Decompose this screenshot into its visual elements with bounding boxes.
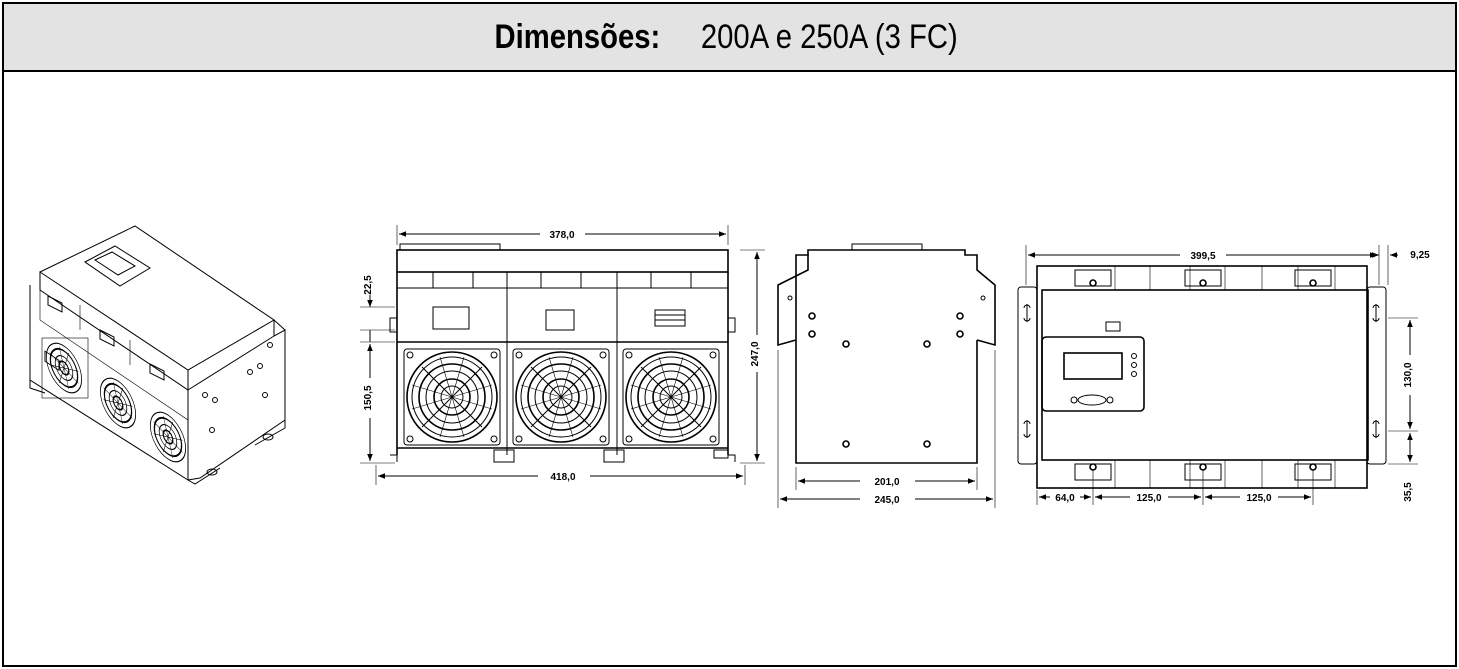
iso-side-face [187,329,286,481]
dim-back-spacing-second: 125,0 [1136,493,1161,504]
back-outline [1036,265,1368,489]
dim-front-height-upper: 22,5 [363,275,374,295]
front-terminal-1 [432,306,470,330]
dim-side-width-inner: 201,0 [874,477,899,488]
front-view: 378,0 418,0 22,5 150,5 247,0 [360,225,765,485]
side-left-flange [777,254,809,347]
title-bar: Dimensões: 200A e 250A (3 FC) [4,4,1455,72]
front-fan-2 [512,348,610,446]
isometric-view [29,225,286,485]
front-fan-1 [403,348,501,446]
iso-top-face [38,225,275,371]
title-models: 200A e 250A (3 FC) [700,17,958,56]
front-terminal-2 [545,309,575,331]
dim-back-width: 399,5 [1190,251,1215,262]
side-right-flange [807,249,996,347]
dim-back-spacing-first: 64,0 [1055,493,1075,504]
front-top-cap [396,249,729,273]
dim-back-hole-spacing-v: 130,0 [1403,362,1414,387]
front-terminal-3 [654,309,686,327]
side-view: 201,0 245,0 [777,243,996,508]
back-keypad [1041,336,1145,412]
dim-front-total-height: 247,0 [750,341,761,366]
dim-back-offset-right: 9,25 [1410,250,1430,261]
iso-front-face [29,285,189,481]
dim-front-width-bottom: 418,0 [550,472,575,483]
dim-front-height-lower: 150,5 [363,385,374,410]
dim-front-width-top: 378,0 [549,230,574,241]
title-label: Dimensões: [494,17,661,56]
dim-back-bottom-offset: 35,5 [1403,482,1414,502]
iso-display [84,245,151,287]
back-lcd [1063,352,1123,380]
dim-back-spacing-third: 125,0 [1246,493,1271,504]
back-view: 399,5 9,25 130,0 35,5 64,0 125,0 125,0 [1017,245,1430,505]
side-body [795,340,978,464]
front-fan-3 [622,348,720,446]
dim-side-width-outer: 245,0 [874,495,899,506]
